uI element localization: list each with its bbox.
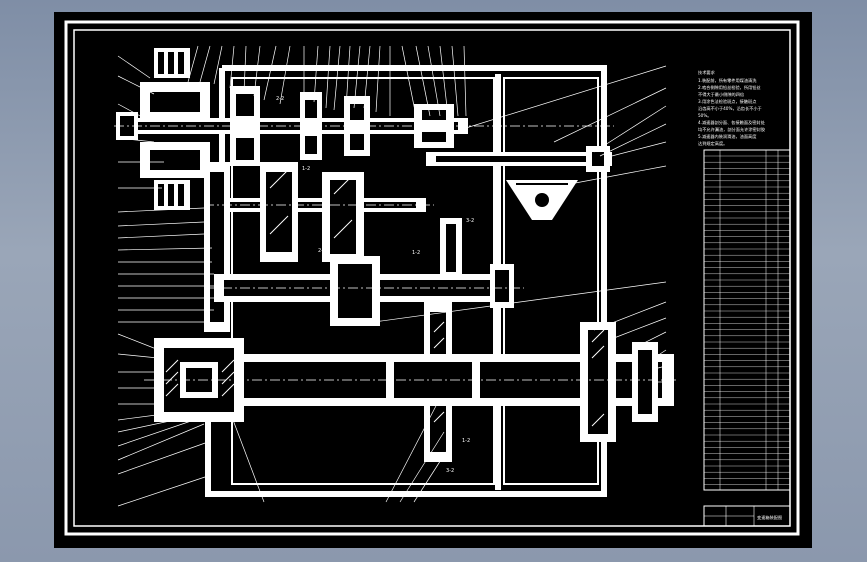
outer-frame xyxy=(64,20,800,536)
leader-lines-right xyxy=(373,65,667,383)
left-bearing-column xyxy=(204,162,230,332)
gear-stack-left-holes xyxy=(150,52,200,206)
notes-line: 4.减速器剖分面、各接触面及密封处 xyxy=(698,119,766,126)
input-shaft-gear-cuts xyxy=(236,94,446,160)
notes-line: 5.减速器内装润滑油，油面高度 xyxy=(698,133,757,140)
cam-wheel xyxy=(506,180,578,220)
notes-line: 沿齿高不小于40%，沿齿长不小于 xyxy=(698,105,762,112)
section-hatching xyxy=(165,169,605,427)
leader-lines-top xyxy=(187,45,467,117)
dimension-labels: 2-2 2-2 1-2 6-2 3-2 1-2 2-2 1-2 3-2 xyxy=(238,90,474,474)
parts-list-rows xyxy=(704,155,790,485)
dim-label: 1-2 xyxy=(462,438,470,444)
drawing-sheet: 2-2 2-2 1-2 6-2 3-2 1-2 2-2 1-2 3-2 技术要求… xyxy=(54,12,812,548)
notes-line: 不得大于最小侧隙的四倍 xyxy=(698,91,744,98)
dim-label: 6-2 xyxy=(354,174,362,180)
dim-label: 3-2 xyxy=(446,468,454,474)
assembly-drawing: 2-2 2-2 1-2 6-2 3-2 1-2 2-2 1-2 3-2 技术要求… xyxy=(64,20,800,536)
leader-lines-bottom xyxy=(229,401,447,503)
notes-line: 2.啮合侧隙用铅丝检验，所用铅丝 xyxy=(698,84,761,91)
notes-line: 1.装配前，所有零件用煤油清洗 xyxy=(698,77,757,84)
lower-middle-shaft xyxy=(214,218,514,326)
parts-list xyxy=(703,149,791,491)
dim-label: 2-2 xyxy=(238,90,246,96)
title-block: 变速箱装配图 xyxy=(703,505,791,527)
middle-shaft xyxy=(206,162,426,262)
center-lines xyxy=(114,125,679,381)
notes-line: 50%。 xyxy=(698,113,712,118)
notes-line: 3.用涂色法检验斑点，接触斑点 xyxy=(698,98,756,105)
technical-notes: 技术要求 1.装配前，所有零件用煤油清洗 2.啮合侧隙用铅丝检验，所用铅丝 不得… xyxy=(698,69,766,147)
dim-label: 3-2 xyxy=(466,218,474,224)
notes-line: 均不允许漏油，剖分面允许涂密封胶 xyxy=(698,126,765,133)
dim-label: 1-2 xyxy=(412,250,420,256)
notes-line: 达到规定高度。 xyxy=(698,140,727,147)
notes-title: 技术要求 xyxy=(698,69,716,76)
leader-lines-left xyxy=(117,55,214,507)
dim-label: 1-2 xyxy=(302,166,310,172)
upper-right-shaft xyxy=(426,146,612,172)
dim-label: 2-2 xyxy=(318,248,326,254)
dim-label: 2-2 xyxy=(276,96,284,102)
title-block-title: 变速箱装配图 xyxy=(757,514,782,521)
